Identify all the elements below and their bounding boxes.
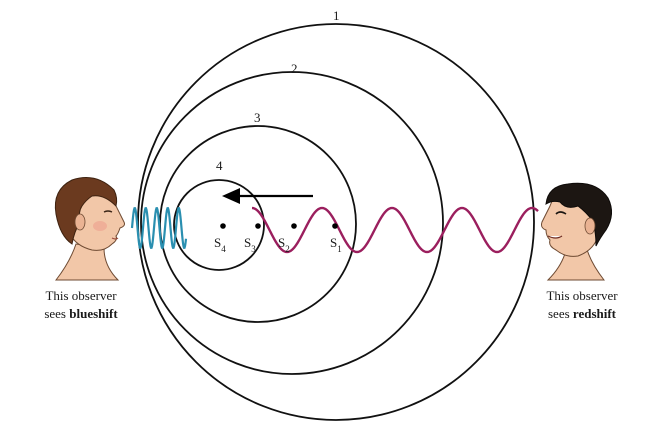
source-dot-s2 <box>291 223 297 229</box>
motion-arrow <box>222 188 313 204</box>
wavefront-label-2: 2 <box>291 61 298 76</box>
left-observer-caption-line2: sees blueshift <box>44 306 118 321</box>
source-label-s3: S3 <box>244 235 256 254</box>
source-dot-s3 <box>255 223 261 229</box>
blueshift-wave <box>130 207 188 249</box>
wavefront-label-3: 3 <box>254 110 261 125</box>
right-observer-caption-line2: sees redshift <box>548 306 617 321</box>
source-label-s4: S4 <box>214 235 226 254</box>
source-dot-s1 <box>332 223 338 229</box>
source-dot-s4 <box>220 223 226 229</box>
redshift-wave <box>251 206 539 254</box>
source-dots <box>220 223 338 229</box>
right-observer-head-icon <box>541 182 612 281</box>
source-label-s2: S2 <box>278 235 290 254</box>
right-observer-caption-line1: This observer <box>546 288 618 303</box>
wavefront-2 <box>140 71 444 375</box>
wavefront-4 <box>173 179 265 271</box>
wavefront-circles <box>137 23 535 421</box>
source-label-s1: S1 <box>330 235 342 254</box>
wavefront-label-1: 1 <box>333 8 340 23</box>
wavefront-label-4: 4 <box>216 158 223 173</box>
left-observer-caption-line1: This observer <box>45 288 117 303</box>
left-observer-head-icon <box>54 177 125 281</box>
